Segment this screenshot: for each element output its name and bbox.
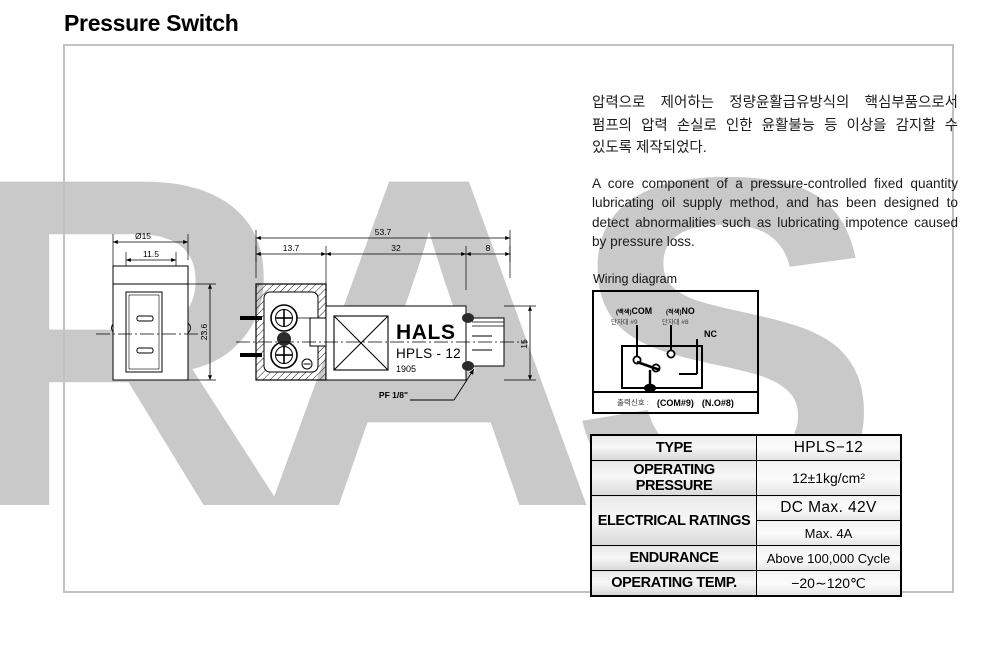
- dim-diameter: Ø15: [135, 231, 151, 241]
- output-signal-com: (COM#9): [656, 397, 694, 408]
- table-row: ELECTRICAL RATINGS DC Max. 42V: [590, 495, 902, 546]
- description-english: A core component of a pressure-controlle…: [592, 175, 958, 250]
- spec-key-type: TYPE: [590, 434, 757, 461]
- spec-key-operating-temp: OPERATING TEMP.: [590, 570, 757, 597]
- dim-seg-1: 13.7: [283, 243, 300, 253]
- terminal-com-label: (백색)COM: [616, 306, 652, 316]
- spec-value-operating-pressure: 12±1kg/cm²: [756, 460, 902, 496]
- output-signal-no: (N.O#8): [701, 397, 734, 408]
- thread-callout: PF 1/8": [379, 390, 408, 400]
- table-row: TYPE HPLS−12: [590, 434, 902, 461]
- description-korean: 압력으로 제어하는 정량윤활급유방식의 핵심부품으로서 펌프의 압력 손실로 인…: [592, 95, 958, 156]
- wiring-schematic-svg: [621, 325, 703, 393]
- lot-label: 1905: [396, 364, 416, 374]
- datasheet-page: RAS Pressure Switch 압력으로 제어하는 정량윤활급유방식의 …: [0, 10, 958, 605]
- spec-value-electrical-current: Max. 4A: [756, 520, 902, 546]
- terminal-no-color: (적색): [666, 309, 682, 316]
- terminal-no-name: NO: [681, 306, 695, 316]
- table-row: OPERATING TEMP. −20∼120℃: [590, 570, 902, 597]
- brand-label: HALS: [396, 321, 456, 344]
- page-title: Pressure Switch: [64, 10, 239, 36]
- terminal-com-name: COM: [631, 306, 653, 316]
- wiring-diagram-box: (백색)COM 단자대 #9 (적색)NO 단자대 #8 NC: [592, 290, 759, 414]
- terminal-no-label: (적색)NO: [666, 306, 695, 316]
- wiring-diagram-section: Wiring diagram (백색)COM 단자대 #9 (적색)NO 단자대…: [592, 272, 759, 414]
- terminal-nc-label: NC: [704, 329, 717, 339]
- spec-key-operating-pressure: OPERATING PRESSURE: [590, 460, 757, 496]
- dim-seg-3: 8: [486, 243, 491, 253]
- spec-key-electrical-ratings: ELECTRICAL RATINGS: [590, 495, 757, 546]
- table-row: Max. 4A: [591, 520, 902, 546]
- spec-value-endurance: Above 100,000 Cycle: [756, 545, 902, 571]
- dim-total-length: 53.7: [375, 227, 392, 237]
- spec-value-electrical-voltage: DC Max. 42V: [756, 495, 902, 521]
- table-row: OPERATING PRESSURE 12±1kg/cm²: [590, 460, 902, 496]
- dim-height-front: 23.6: [199, 323, 209, 340]
- technical-drawing: Ø15 11.5 23.6 53.7: [96, 227, 536, 401]
- spec-value-operating-temp: −20∼120℃: [756, 570, 902, 597]
- model-label: HPLS - 12: [396, 346, 461, 361]
- terminal-no-sub: 단자대 #8: [662, 319, 689, 326]
- content-frame: [63, 44, 954, 593]
- dim-width-front: 11.5: [143, 249, 159, 259]
- output-signal-prefix: 출력신호 :: [617, 398, 649, 407]
- spec-value-type: HPLS−12: [756, 434, 902, 461]
- wiring-output-signal-row: 출력신호 : (COM#9) (N.O#8): [594, 391, 757, 412]
- dim-port-height: 15: [519, 339, 529, 349]
- terminal-com-sub: 단자대 #9: [611, 319, 638, 326]
- specification-table: TYPE HPLS−12 OPERATING PRESSURE 12±1kg/c…: [590, 434, 902, 597]
- dim-seg-2: 32: [391, 243, 401, 253]
- wiring-diagram-label: Wiring diagram: [593, 272, 678, 286]
- product-description: 압력으로 제어하는 정량윤활급유방식의 핵심부품으로서 펌프의 압력 손실로 인…: [592, 92, 958, 252]
- table-row: ENDURANCE Above 100,000 Cycle: [590, 545, 902, 571]
- terminal-com-color: (백색): [616, 309, 632, 316]
- spec-key-endurance: ENDURANCE: [590, 545, 757, 571]
